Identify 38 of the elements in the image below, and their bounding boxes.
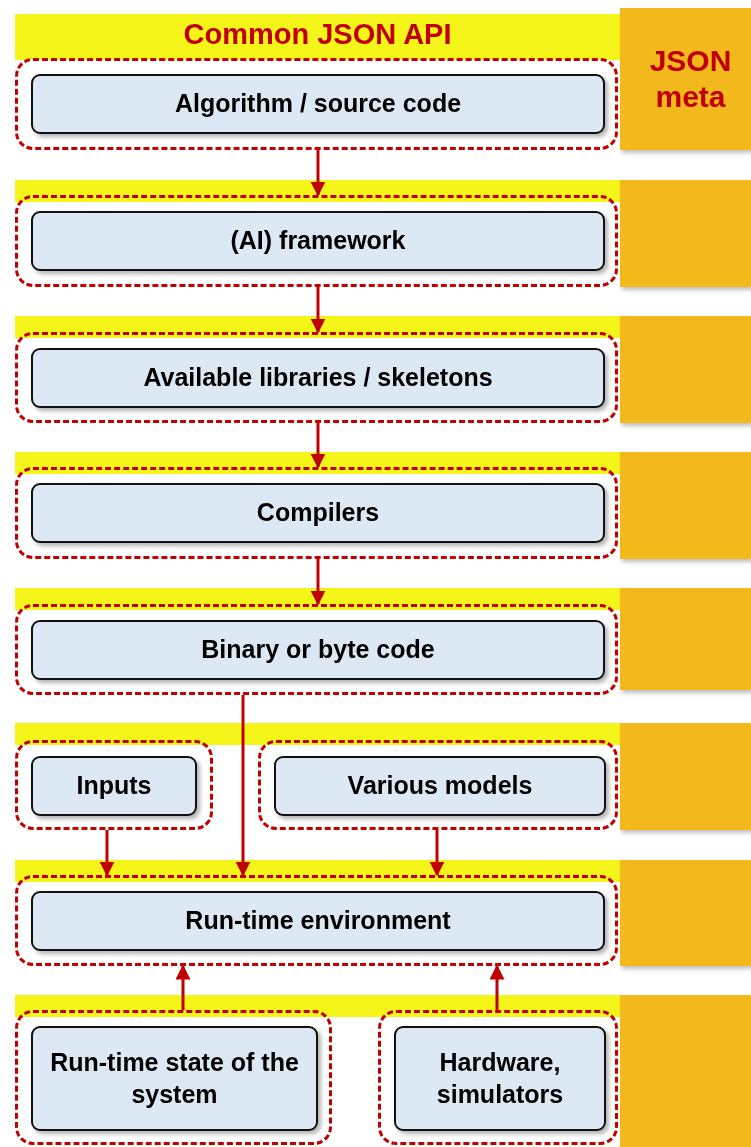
arrow xyxy=(489,964,505,1010)
process-box: Binary or byte code xyxy=(31,620,605,680)
side-panel xyxy=(620,316,751,423)
side-panel xyxy=(620,860,751,966)
process-box: Run-time environment xyxy=(31,891,605,951)
dashed-group-frame xyxy=(378,1010,618,1145)
side-panel xyxy=(620,588,751,690)
dashed-group-frame xyxy=(15,332,618,423)
process-box: (AI) framework xyxy=(31,211,605,271)
arrow xyxy=(235,695,251,877)
dashed-group-frame xyxy=(15,58,618,150)
arrow xyxy=(99,830,115,877)
side-panel: JSON meta xyxy=(620,8,751,150)
arrow xyxy=(310,150,326,197)
dashed-group-frame xyxy=(15,740,213,830)
process-box: Available libraries / skeletons xyxy=(31,348,605,408)
process-box: Compilers xyxy=(31,483,605,543)
side-panel xyxy=(620,723,751,830)
dashed-group-frame xyxy=(15,195,618,287)
title-band: Common JSON API xyxy=(15,14,620,60)
process-box: Inputs xyxy=(31,756,197,816)
process-box: Algorithm / source code xyxy=(31,74,605,134)
process-box: Various models xyxy=(274,756,606,816)
side-panel xyxy=(620,995,751,1147)
dashed-group-frame xyxy=(258,740,618,830)
arrow xyxy=(175,964,191,1010)
arrow xyxy=(310,559,326,606)
dashed-group-frame xyxy=(15,604,618,695)
side-panel xyxy=(620,180,751,287)
dashed-group-frame xyxy=(15,467,618,559)
side-panel xyxy=(620,452,751,559)
arrow xyxy=(310,287,326,334)
arrow xyxy=(429,830,445,877)
dashed-group-frame xyxy=(15,1010,332,1145)
process-box: Run-time state of the system xyxy=(31,1026,318,1131)
process-box: Hardware, simulators xyxy=(394,1026,606,1131)
dashed-group-frame xyxy=(15,875,618,966)
arrow xyxy=(310,423,326,469)
